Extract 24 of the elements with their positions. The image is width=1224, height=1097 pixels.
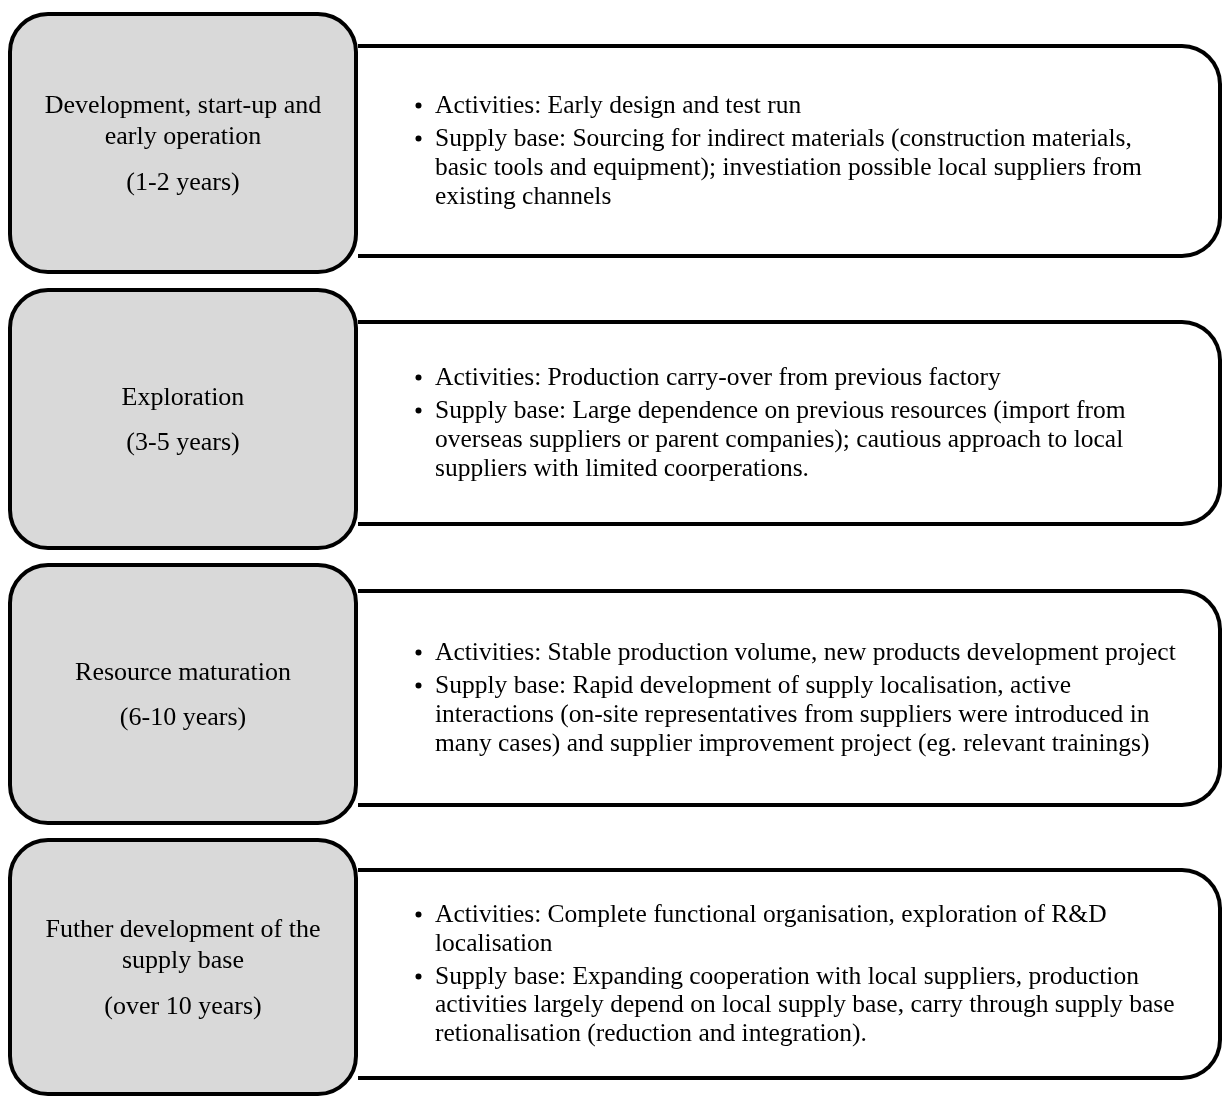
detail-box (358, 320, 1222, 526)
stage-duration: (3-5 years) (126, 426, 240, 458)
stage-title: Development, start-up and early operation (43, 89, 323, 152)
detail-box (358, 44, 1222, 258)
bullet-text: Supply base: Large dependence on previous resources (import from overseas suppliers or parent companies); cautious approach to local suppliers with limited coorperations. (435, 395, 1126, 482)
bullet-text: Activities: Production carry-over from previous factory (435, 362, 1001, 392)
stage-box (8, 563, 358, 825)
detail-box (358, 868, 1222, 1080)
stage-box (8, 288, 358, 550)
stage-title: Futher development of the supply base (44, 913, 322, 976)
stage-title: Resource maturation (75, 655, 291, 687)
bullet-text: Activities: Complete functional organisation, exploration of R&D localisation (435, 898, 1107, 957)
stage-duration: (6-10 years) (119, 701, 247, 733)
stage-box (8, 12, 358, 274)
bullet-text: Activities: Early design and test run (435, 90, 802, 120)
stage-duration: (over 10 years) (104, 989, 262, 1021)
stage-box (8, 838, 358, 1096)
bullet-text: Supply base: Expanding cooperation with local suppliers, production activities largely depend on local supply base, carry through supply base retionalisation (reduction and integration). (435, 960, 1175, 1048)
bullet-text: Supply base: Rapid development of supply localisation, active interactions (on-site representatives from suppliers were introduced in many cases) and supplier improvement project (eg. relevant trainings) (435, 670, 1150, 757)
detail-box (358, 589, 1222, 807)
bullet-text: Supply base: Sourcing for indirect materials (construction materials, basic tools and equipment); investiation possible local suppliers from existing channels (435, 123, 1142, 210)
bullet-text: Activities: Stable production volume, new products development project (435, 637, 1176, 667)
stage-title: Exploration (121, 380, 245, 412)
stage-duration: (1-2 years) (126, 165, 240, 197)
